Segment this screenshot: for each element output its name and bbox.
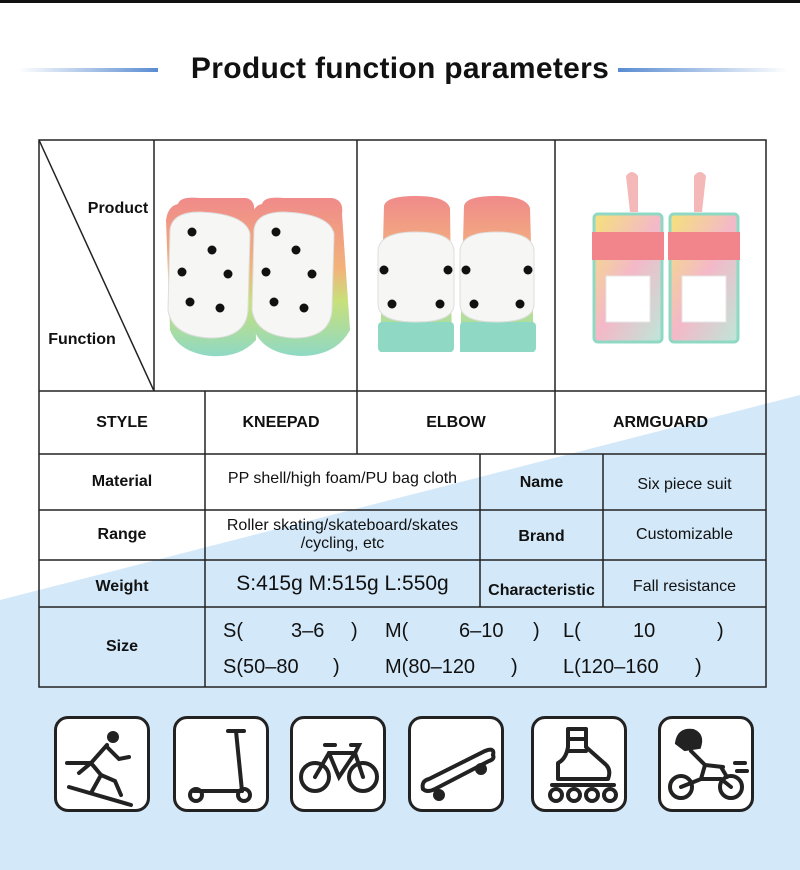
weight-value: S:415g M:515g L:550g [236, 571, 449, 595]
skateboard-icon [408, 716, 504, 812]
size-m-range: 6–10 [459, 620, 504, 642]
brand-label: Brand [518, 528, 565, 545]
product-header: Product [87, 200, 149, 217]
size-s-cm: S(50–80 [223, 656, 299, 678]
inline-skate-icon [531, 716, 627, 812]
size-l-close: ) [717, 620, 724, 642]
size-s-open: S( [223, 620, 243, 642]
name-label: Name [519, 474, 564, 491]
size-s-range: 3–6 [291, 620, 325, 642]
range-value-line1: Roller skating/skateboard/skates [226, 517, 459, 534]
title-line-right [618, 68, 788, 72]
size-s-cm-close: ) [333, 656, 340, 678]
kneepad-image [166, 197, 350, 357]
size-m-cm-close: ) [511, 656, 518, 678]
size-line-2: S(50–80 ) M(80–120 ) L(120–160 ) [205, 656, 766, 680]
size-s-close: ) [351, 620, 358, 642]
characteristic-value: Fall resistance [632, 578, 737, 595]
title-line-left [18, 68, 158, 72]
style-elbow: ELBOW [426, 413, 486, 431]
elbow-pad-image [377, 196, 536, 352]
bicycle-icon [290, 716, 386, 812]
material-label: Material [91, 473, 153, 490]
size-l-range: 10 [633, 620, 656, 642]
size-l-cm: L(120–160 [563, 656, 659, 678]
motorcycle-icon [658, 716, 754, 812]
size-line-1: S( 3–6 ) M( 6–10 ) L( 10 ) [205, 620, 766, 644]
range-value: Roller skating/skateboard/skates /cyclin… [205, 512, 480, 558]
range-value-line2: /cycling, etc [300, 535, 385, 552]
function-header: Function [48, 331, 116, 348]
material-value: PP shell/high foam/PU bag cloth [227, 470, 458, 487]
size-m-open: M( [385, 620, 409, 642]
size-l-cm-close: ) [695, 656, 702, 678]
size-l-open: L( [563, 620, 581, 642]
scooter-icon [173, 716, 269, 812]
page-title: Product function parameters [190, 52, 610, 85]
size-m-close: ) [533, 620, 540, 642]
style-armguard: ARMGUARD [612, 413, 709, 431]
brand-value: Customizable [636, 526, 733, 543]
top-border [0, 0, 800, 3]
size-m-cm: M(80–120 [385, 656, 476, 678]
characteristic-label: Characteristic [488, 582, 595, 599]
size-label: Size [105, 638, 138, 655]
skiing-icon [54, 716, 150, 812]
range-label: Range [97, 526, 147, 543]
weight-label: Weight [95, 578, 149, 595]
armguard-image [592, 172, 740, 344]
style-kneepad: KNEEPAD [242, 413, 320, 431]
style-label: STYLE [96, 413, 148, 431]
name-value: Six piece suit [637, 476, 732, 493]
